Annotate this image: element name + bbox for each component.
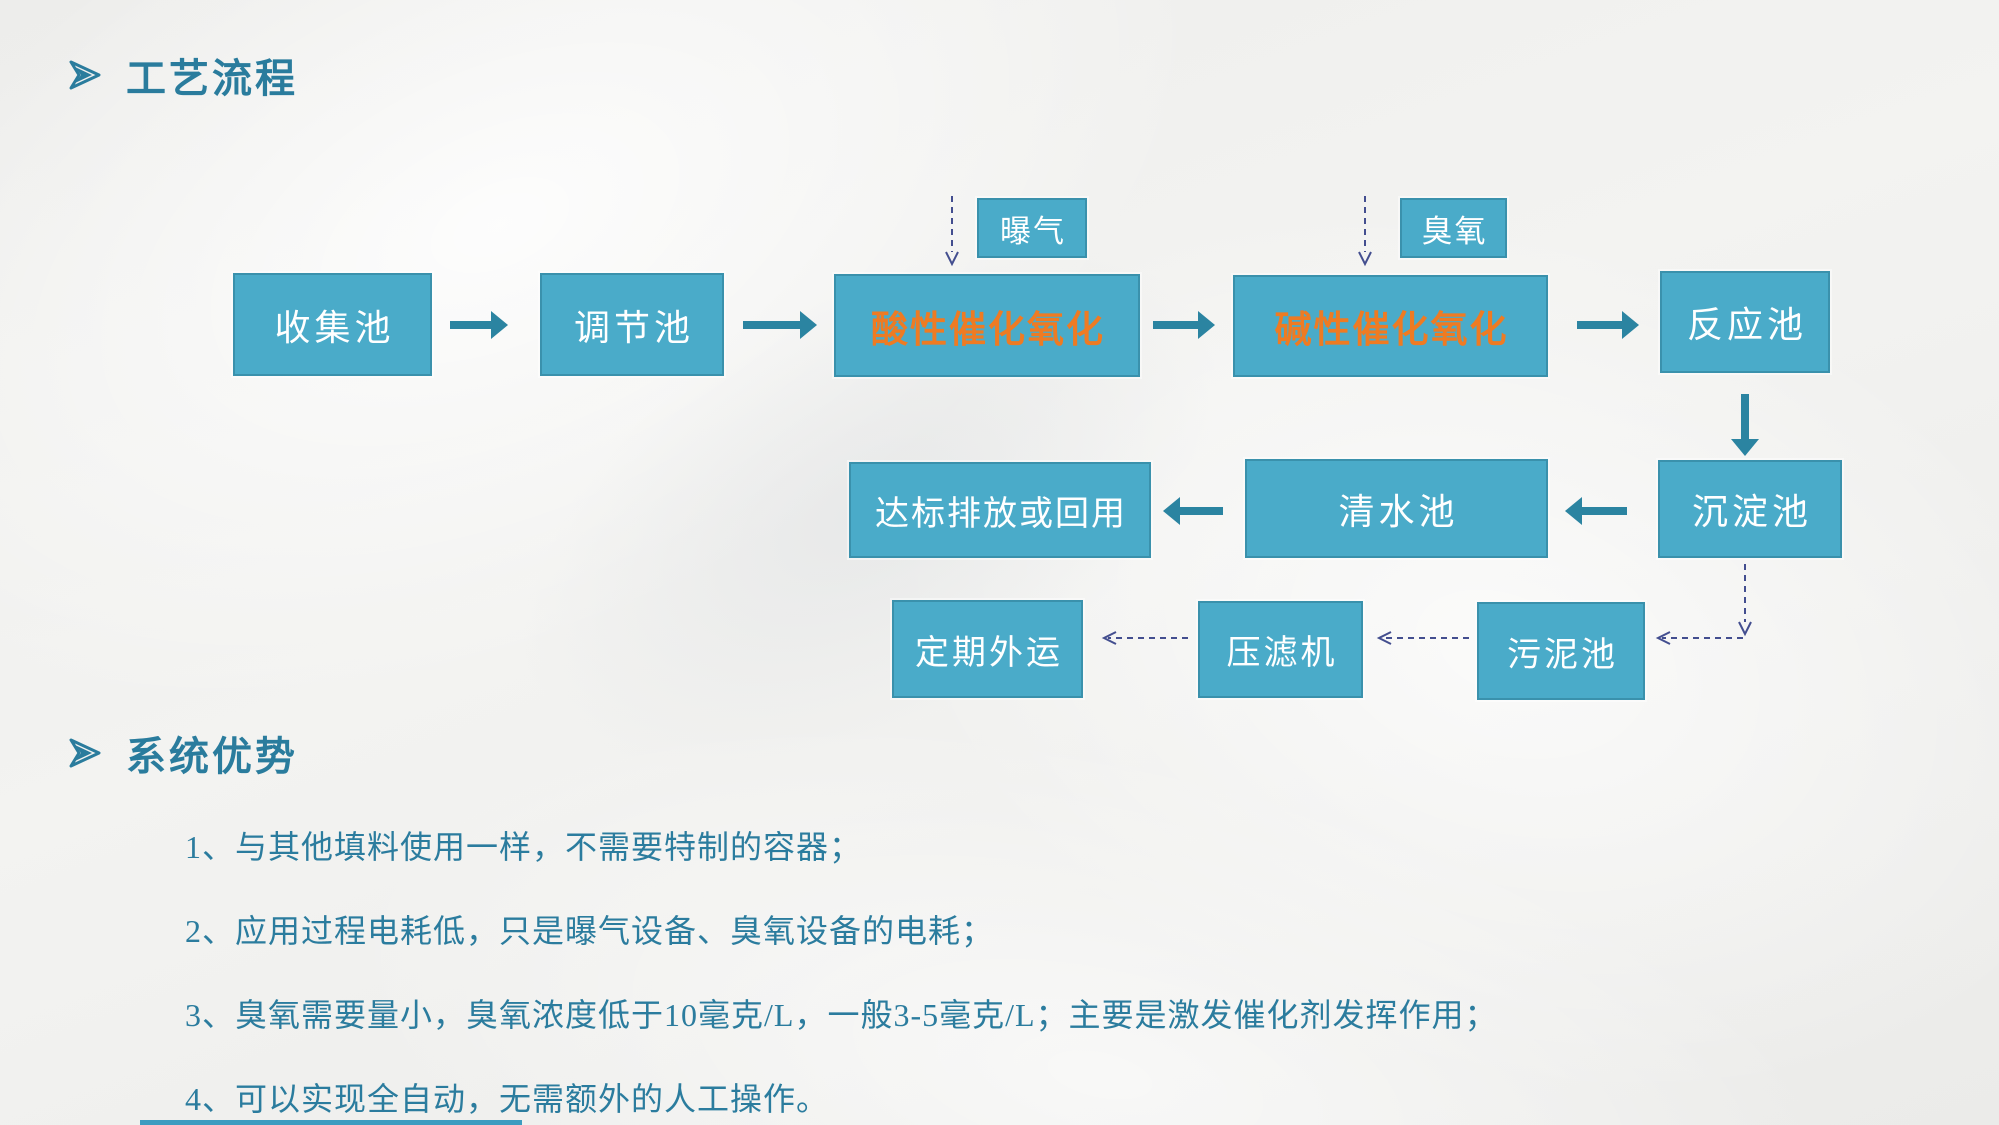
advantage-item-1: 1、与其他填料使用一样，不需要特制的容器； (185, 829, 863, 865)
flow-node-ozone: 臭氧 (1400, 198, 1507, 258)
advantage-item-4: 4、可以实现全自动，无需额外的人工操作。 (185, 1081, 830, 1117)
arrow-collection-to-regulation-icon (450, 311, 508, 339)
arrow-bullet-icon (69, 60, 101, 90)
flow-node-clean-water-pool: 清水池 (1245, 459, 1548, 558)
dashed-arrow-sludge-to-filterpress-icon (1376, 631, 1469, 645)
arrow-alkaline-to-reaction-icon (1577, 311, 1639, 339)
flow-node-alkaline-catalytic-oxidation: 碱性催化氧化 (1233, 275, 1548, 377)
advantages-list: 1、与其他填料使用一样，不需要特制的容器； 2、应用过程电耗低，只是曝气设备、臭… (185, 822, 1685, 1120)
system-advantages-heading-label: 系统优势 (126, 734, 298, 779)
dashed-arrow-into-sludge-icon (1655, 631, 1743, 645)
arrow-reaction-to-sedimentation-icon (1731, 394, 1759, 456)
flow-node-reaction-pool: 反应池 (1660, 271, 1830, 373)
flow-node-periodic-transport: 定期外运 (892, 600, 1083, 698)
dashed-arrow-sedimentation-down-icon (1738, 564, 1752, 637)
flow-node-filter-press: 压滤机 (1198, 601, 1363, 698)
bottom-accent-bar (140, 1120, 522, 1125)
dashed-arrow-filterpress-to-transport-icon (1101, 631, 1188, 645)
flow-node-acidic-catalytic-oxidation: 酸性催化氧化 (834, 274, 1140, 377)
dashed-arrow-ozone-down-icon (1358, 196, 1372, 267)
flow-node-regulation-pool: 调节池 (540, 273, 724, 376)
system-advantages-heading: 系统优势 (68, 724, 298, 782)
process-flow-heading: 工艺流程 (68, 46, 298, 104)
arrow-acidic-to-alkaline-icon (1153, 311, 1215, 339)
flow-node-sludge-pool: 污泥池 (1477, 602, 1645, 700)
arrow-regulation-to-acidic-icon (743, 311, 817, 339)
arrow-cleanwater-to-discharge-icon (1163, 497, 1223, 525)
arrow-bullet-icon (69, 738, 101, 768)
advantage-item-3: 3、臭氧需要量小，臭氧浓度低于10毫克/L，一般3-5毫克/L；主要是激发催化剂… (185, 997, 1498, 1033)
process-flow-heading-label: 工艺流程 (126, 56, 298, 101)
advantage-item-2: 2、应用过程电耗低，只是曝气设备、臭氧设备的电耗； (185, 913, 995, 949)
dashed-arrow-aeration-down-icon (945, 196, 959, 267)
flow-node-aeration: 曝气 (977, 198, 1087, 258)
arrow-sedimentation-to-cleanwater-icon (1565, 497, 1627, 525)
flow-node-collection-pool: 收集池 (233, 273, 432, 376)
flow-node-sedimentation-pool: 沉淀池 (1658, 460, 1842, 558)
flow-node-discharge-or-reuse: 达标排放或回用 (849, 462, 1151, 558)
